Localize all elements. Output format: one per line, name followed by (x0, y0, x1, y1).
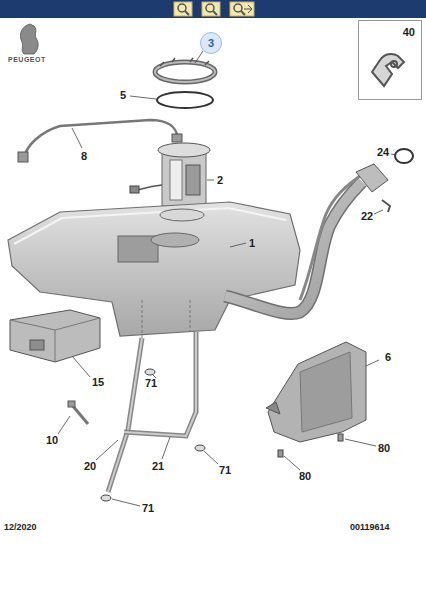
callout-number: 21 (152, 461, 164, 472)
strap (108, 338, 142, 492)
callout-number: 15 (92, 377, 104, 388)
bolt (72, 405, 88, 424)
callout-number: 71 (145, 378, 157, 389)
callout-number: 8 (81, 151, 87, 162)
clip (382, 200, 390, 212)
highlighted-callout: 3 (200, 32, 222, 54)
hose-clip-icon (372, 54, 404, 86)
brand-name: PEUGEOT (8, 56, 46, 63)
callout-number: 5 (120, 90, 126, 101)
callout-number: 10 (46, 435, 58, 446)
filler-pipe (225, 182, 362, 314)
callout-number: 2 (217, 175, 223, 186)
strap (124, 332, 196, 436)
callout-number: 22 (361, 211, 373, 222)
wiring-harness (24, 120, 178, 158)
canister (10, 310, 100, 362)
callout-number: 20 (84, 461, 96, 472)
inset-box: 40 (358, 20, 422, 100)
brand-logo (20, 24, 38, 54)
callout-number: 80 (378, 443, 390, 454)
callout-number: 6 (385, 352, 391, 363)
lock-ring (155, 58, 215, 82)
fuel-pump (130, 143, 210, 206)
diagram-note: 12/2020 (4, 523, 37, 532)
callout-number: 80 (299, 471, 311, 482)
screw (278, 434, 343, 457)
diagram-note: 00119614 (350, 523, 390, 532)
zoom-icons (174, 2, 254, 16)
heat-shield (266, 342, 366, 442)
callout-number: 71 (142, 503, 154, 514)
washer (101, 369, 205, 501)
callout-number: 71 (219, 465, 231, 476)
callout-number: 24 (377, 147, 389, 158)
callout-number: 40 (403, 27, 415, 38)
callout-number: 1 (249, 238, 255, 249)
seal (157, 92, 213, 108)
filler-seal (395, 149, 413, 163)
callout-number: 3 (208, 38, 214, 49)
toolbar (0, 0, 426, 18)
